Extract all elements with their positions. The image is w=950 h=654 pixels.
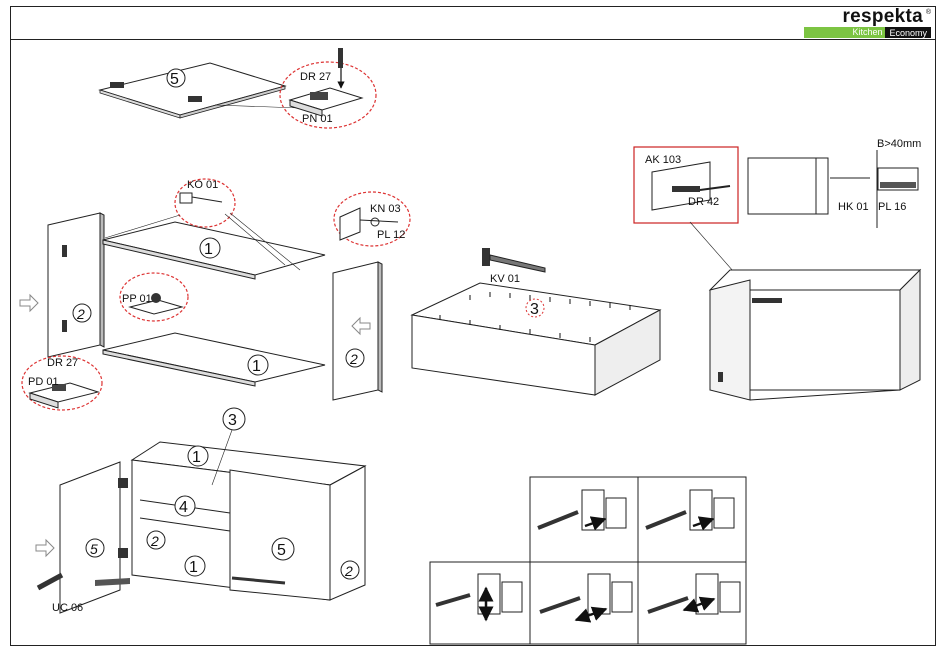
- callout-label: PL 12: [377, 229, 405, 241]
- top-panel-number: 5: [170, 71, 179, 88]
- callout-label: PP 01: [122, 293, 152, 305]
- callout-label: DR 27: [47, 357, 78, 369]
- back-panel-number: 3: [530, 301, 539, 318]
- final-number: 2: [150, 533, 159, 549]
- side-assembly-step: 2 1 1 2 KO 01 KN 03 PL 12: [20, 179, 410, 410]
- final-cabinet-step: 5 2 2 5 3 1 4 1 UC 06: [36, 408, 365, 614]
- callout-label: PN 01: [302, 113, 333, 125]
- callout-label: AK 103: [645, 154, 681, 166]
- shelf-number: 1: [204, 241, 213, 258]
- callout-label: KN 03: [370, 203, 401, 215]
- callout-label: PL 16: [878, 201, 906, 213]
- final-number: 1: [192, 449, 201, 466]
- callout-label: HK 01: [838, 201, 869, 213]
- side-number: 2: [76, 306, 85, 322]
- final-number: 1: [189, 559, 198, 576]
- final-number: 2: [344, 563, 353, 579]
- hinge-adjustment-step: [430, 477, 746, 644]
- callout-label: KO 01: [187, 179, 218, 191]
- hanging-step: AK 103 DR 42 B>40mm HK 01 PL 16: [634, 138, 921, 400]
- tool-label: KV 01: [490, 273, 520, 285]
- final-number: 5: [277, 542, 286, 559]
- callout-label: DR 42: [688, 196, 719, 208]
- top-panel-step: 5 DR 27 PN 01: [100, 48, 376, 128]
- side-number: 2: [349, 351, 358, 367]
- final-number: 4: [179, 499, 188, 516]
- dimension-label: B>40mm: [877, 138, 921, 150]
- tool-label: UC 06: [52, 602, 83, 614]
- callout-label: DR 27: [300, 71, 331, 83]
- back-panel-step: 3 KV 01: [412, 248, 660, 395]
- callout-label: PD 01: [28, 376, 59, 388]
- final-number: 3: [228, 412, 237, 429]
- final-number: 5: [90, 541, 98, 557]
- shelf-number: 1: [252, 358, 261, 375]
